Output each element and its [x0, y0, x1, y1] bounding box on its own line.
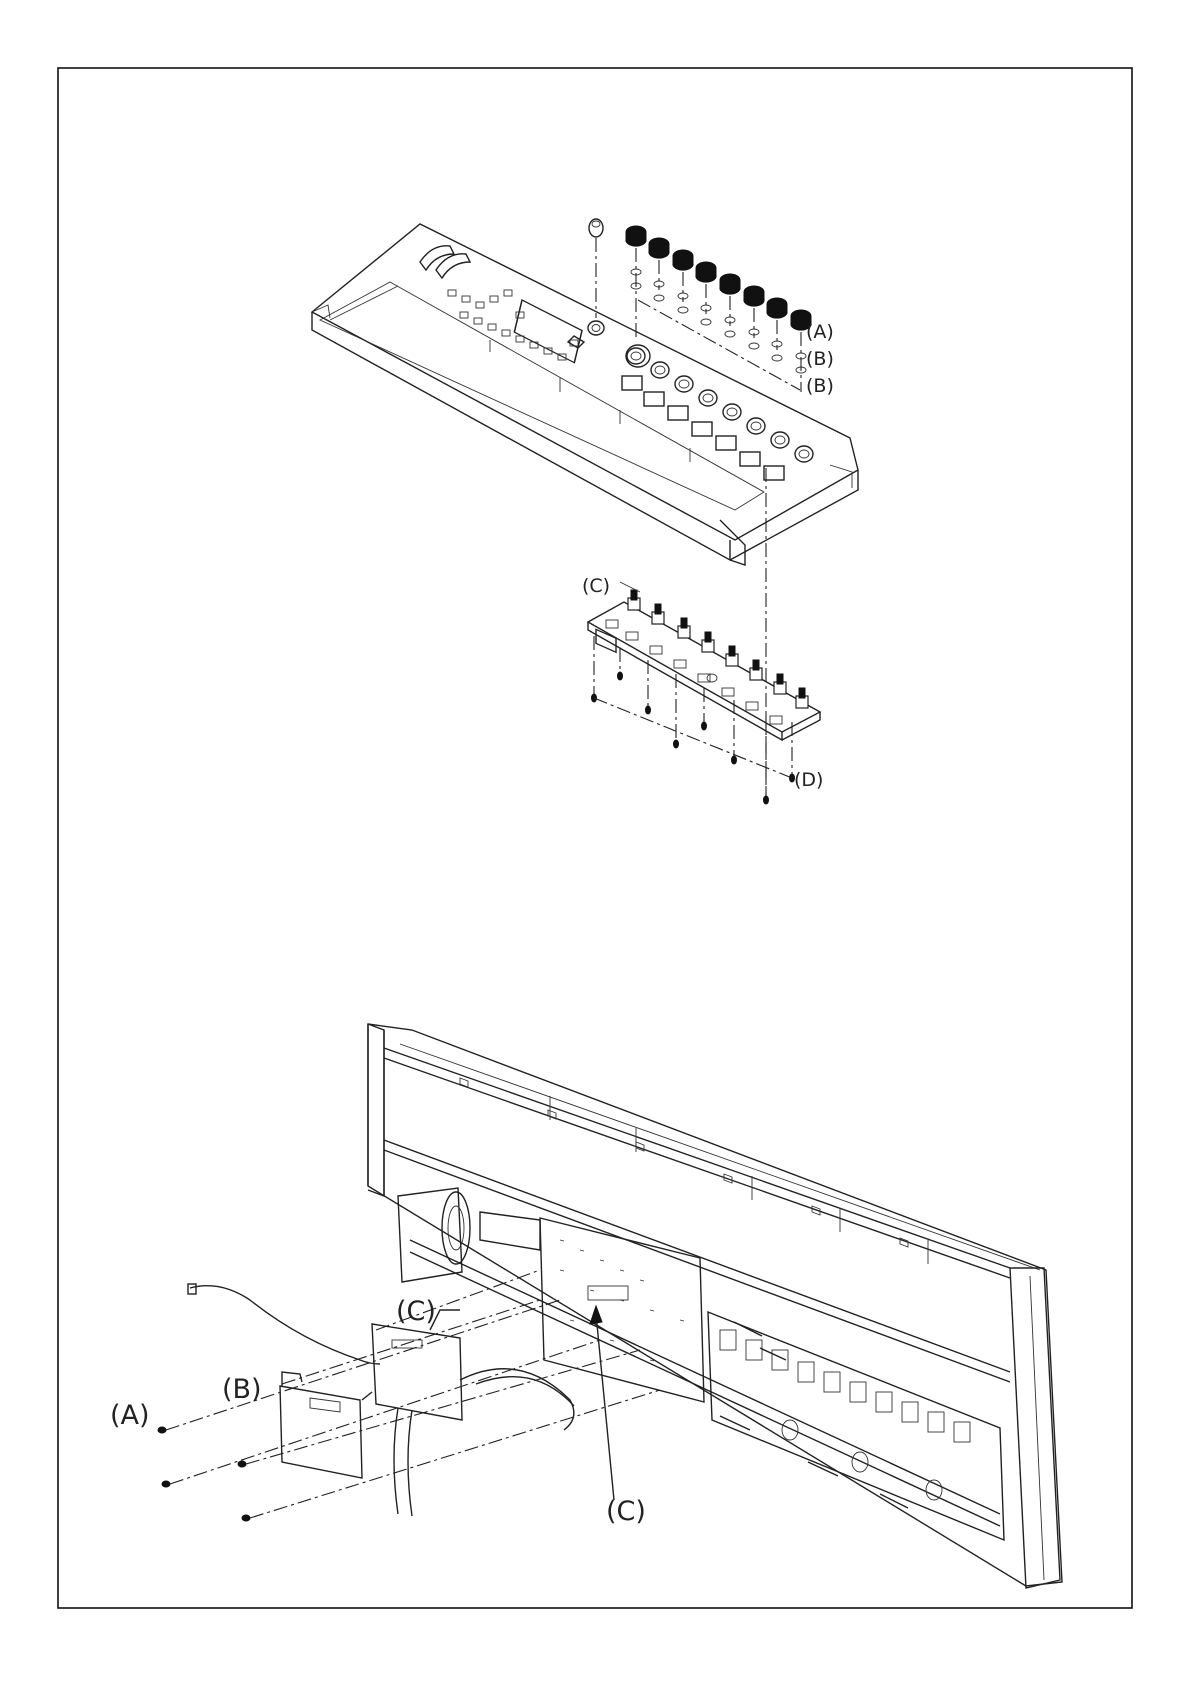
knob [744, 286, 764, 306]
knob [626, 226, 646, 246]
panel-knob-holes [626, 345, 813, 462]
pitch-mod-wheels [420, 246, 470, 278]
encoder-cap [589, 219, 603, 237]
label-C-bottom-1: (C) [396, 1296, 436, 1327]
knob [649, 238, 669, 258]
label-D-top: (D) [794, 769, 823, 791]
spacer-posts [720, 1322, 908, 1508]
potentiometers [628, 590, 808, 708]
label-A-top: (A) [806, 321, 834, 343]
pad-switch-boards [708, 1312, 1004, 1540]
knob [696, 262, 716, 282]
knob [673, 250, 693, 270]
bottom-exploded-view: (A) (B) (C) (C) [110, 1024, 1062, 1588]
label-C-bottom-2: (C) [606, 1496, 646, 1527]
label-C-top: (C) [582, 575, 610, 597]
page-border [58, 68, 1132, 1608]
label-A-bottom: (A) [110, 1400, 150, 1431]
cable [190, 1286, 380, 1364]
label-B-bottom: (B) [222, 1374, 262, 1405]
main-encoder [568, 321, 604, 348]
jack-block [398, 1188, 470, 1282]
label-B-top-1: (B) [806, 348, 834, 370]
knob-assembly-lines [636, 248, 801, 392]
nuts-washers [631, 269, 806, 373]
top-exploded-view: (A) (B) (B) (C) (D) [312, 219, 858, 804]
screws-A [158, 1427, 250, 1521]
knob [767, 298, 787, 318]
label-B-top-2: (B) [806, 375, 834, 397]
display-screen [514, 300, 582, 363]
knob [720, 274, 740, 294]
callout-arrow-C [590, 1306, 614, 1500]
pcb-screws [592, 636, 795, 804]
top-panel-casing [312, 224, 858, 565]
panel-frame [368, 1024, 1062, 1588]
knob-row [626, 226, 811, 330]
